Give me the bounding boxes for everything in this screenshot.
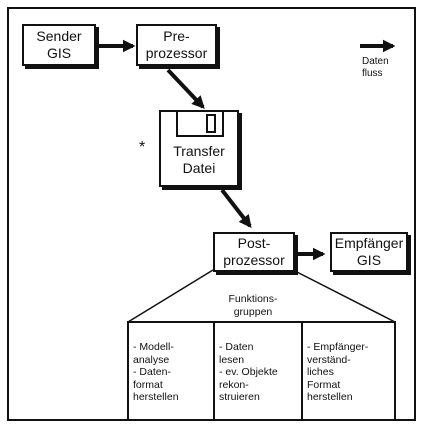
group-receiver-format: - Empfänger- verständ- liches Format her… bbox=[301, 323, 394, 419]
floppy-disk-icon bbox=[176, 112, 224, 137]
empfaenger-gis-box: Empfänger GIS bbox=[330, 232, 408, 272]
group-model-analysis: - Modell- analyse - Daten- format herste… bbox=[129, 323, 213, 419]
asterisk-note: * bbox=[139, 139, 146, 156]
preprocessor-box: Pre- prozessor bbox=[136, 24, 217, 66]
function-groups-table: - Modell- analyse - Daten- format herste… bbox=[127, 321, 396, 421]
postprocessor-box: Post- prozessor bbox=[213, 232, 295, 272]
funktionsgruppen-label: Funktions- gruppen bbox=[228, 293, 278, 318]
group-receiver-format-text: - Empfänger- verständ- liches Format her… bbox=[307, 341, 369, 403]
arrow-preprocessor-to-transfer bbox=[166, 68, 205, 109]
sender-gis-box: Sender GIS bbox=[22, 24, 96, 66]
funnel-lines bbox=[127, 269, 396, 323]
group-model-analysis-text: - Modell- analyse - Daten- format herste… bbox=[133, 341, 179, 403]
transfer-file-box: Transfer Datei bbox=[159, 110, 239, 187]
transfer-file-label: Transfer Datei bbox=[173, 143, 225, 176]
group-data-read-text: - Daten lesen - ev. Objekte rekon- strui… bbox=[219, 341, 278, 403]
arrow-transfer-to-postprocessor bbox=[220, 188, 252, 229]
legend-label: Daten fluss bbox=[362, 56, 389, 79]
group-data-read: - Daten lesen - ev. Objekte rekon- strui… bbox=[213, 323, 301, 419]
